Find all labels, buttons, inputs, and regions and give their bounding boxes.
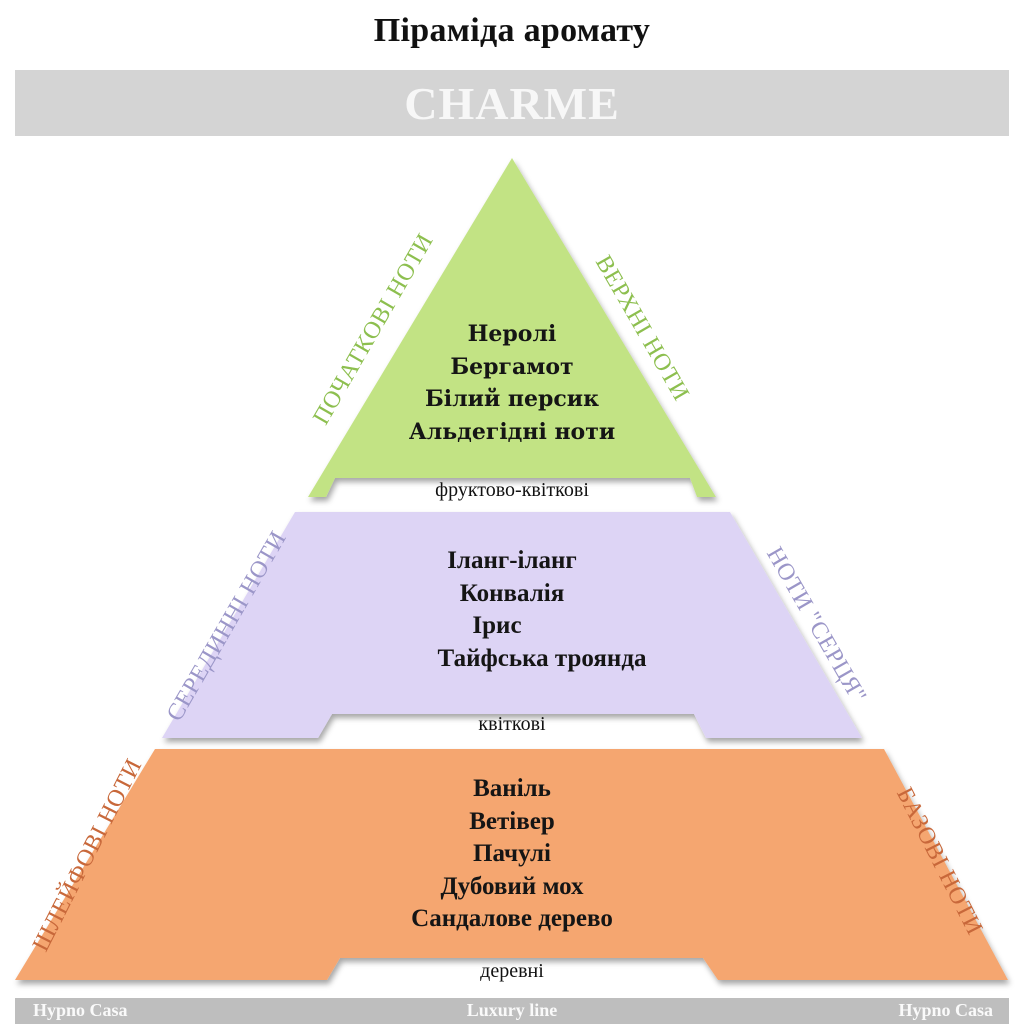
note-item: Альдегідні ноти (408, 418, 616, 445)
note-item: Бергамот (450, 353, 574, 380)
product-banner: CHARME (15, 70, 1009, 136)
base-tier-shape (15, 749, 1008, 980)
note-item: Пачулі (473, 840, 551, 867)
footer-line-name: Luxury line (466, 1000, 558, 1020)
middle-notes-list: Іланг-іланг Конвалія Ірис Тайфська троян… (0, 545, 1024, 675)
note-item: Ваніль (473, 775, 551, 802)
middle-family-label: квіткові (478, 713, 546, 735)
note-item: Конвалія (459, 579, 565, 607)
product-name: CHARME (404, 77, 620, 129)
base-family-label: деревні (480, 960, 544, 982)
note-item: Дубовий мох (440, 872, 584, 900)
note-item: Тайфська троянда (437, 644, 647, 672)
note-item: Ірис (472, 612, 522, 639)
base-notes-list: Ваніль Ветівер Пачулі Дубовий мох Сандал… (0, 773, 1024, 936)
top-tier-shape (308, 158, 716, 497)
top-notes-list: Неролі Бергамот Білий персик Альдегідні … (0, 318, 1024, 448)
note-item: Ветівер (469, 807, 555, 835)
note-item: Сандалове дерево (411, 905, 613, 932)
top-family-label: фруктово-квіткові (435, 479, 589, 501)
note-item: Білий персик (424, 386, 600, 412)
note-item: Неролі (467, 321, 557, 347)
footer-right-brand: Hypno Casa (898, 1000, 993, 1020)
page-title: Піраміда аромату (373, 12, 651, 49)
note-item: Іланг-іланг (447, 547, 577, 574)
footer-left-brand: Hypno Casa (33, 1000, 128, 1020)
footer-bar: Hypno Casa Luxury line Hypno Casa (15, 998, 1009, 1024)
middle-tier-shape (162, 512, 862, 738)
